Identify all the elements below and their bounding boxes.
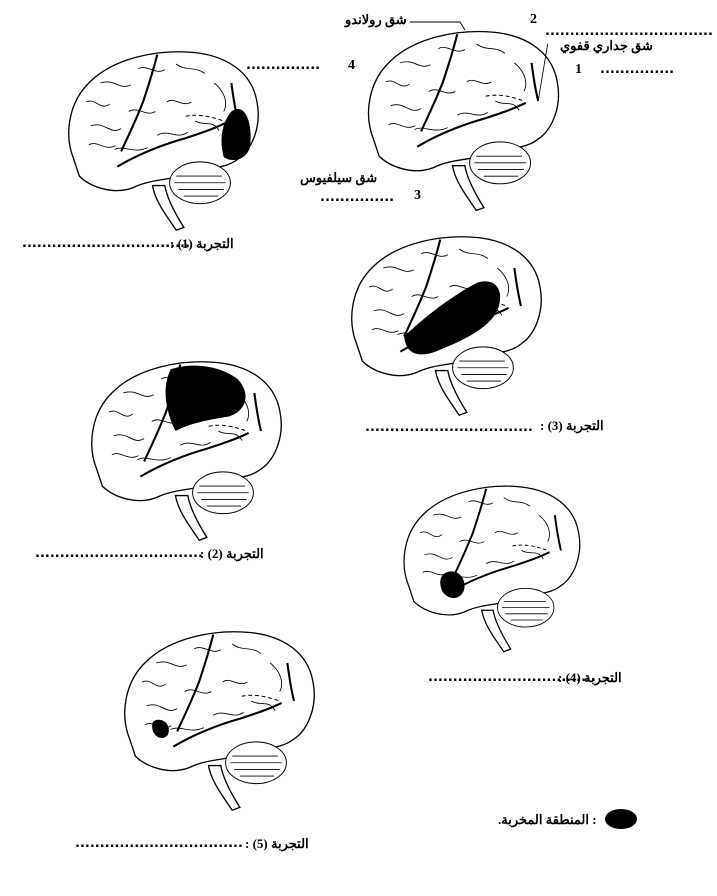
experiment-3-answer-line: ..................................: [365, 420, 533, 435]
blank-number-2: ..................................: [545, 24, 713, 39]
lesion-parietal: [165, 365, 246, 431]
experiment-4-answer-line: ..................................: [428, 670, 596, 685]
experiment-2-label: التجربة (2) :: [200, 546, 264, 561]
brain-experiment-4: [403, 485, 581, 653]
experiment-3-label: التجربة (3) :: [540, 418, 604, 433]
experiment-1-answer-line: ..................................: [22, 236, 190, 251]
legend-damaged-area-label: : المنطقة المخربة.: [498, 812, 597, 827]
blank-number-1: ...............: [600, 62, 675, 77]
blank-number-3: ...............: [320, 190, 395, 205]
label-rolando-fissure: شق رولاندو: [345, 12, 407, 27]
experiment-2-answer-line: ..................................: [35, 546, 203, 561]
brain-experiment-1: [67, 50, 260, 232]
lesion-occipital: [221, 109, 251, 161]
label-sylvius-fissure: شق سيلفيوس: [300, 170, 378, 185]
experiment-1-label: التجربة (1) :: [170, 236, 234, 251]
brain-experiment-3: [350, 235, 543, 417]
legend-damaged-area-swatch: [605, 809, 637, 829]
reference-brain-diagram: [367, 30, 560, 212]
label-number-2: 2: [530, 12, 537, 27]
lesion-frontal-base: [440, 571, 465, 599]
label-number-4: 4: [348, 58, 355, 73]
experiment-5-answer-line: ..................................: [75, 836, 243, 851]
label-parieto-occipital-fissure: شق جداري قفوي: [560, 38, 653, 53]
label-number-3: 3: [414, 188, 421, 203]
leader-line-rolando: [410, 21, 466, 31]
experiment-5-label: التجربة (5) :: [245, 836, 309, 851]
brain-experiment-2: [90, 360, 283, 542]
blank-number-4: ...............: [246, 58, 321, 73]
lesion-temporal: [404, 281, 501, 355]
label-number-1: 1: [575, 62, 582, 77]
experiment-4-label: التجربة (4) :: [558, 670, 622, 685]
brain-experiment-5: [123, 630, 316, 812]
lesion-frontal-tip: [152, 719, 169, 738]
